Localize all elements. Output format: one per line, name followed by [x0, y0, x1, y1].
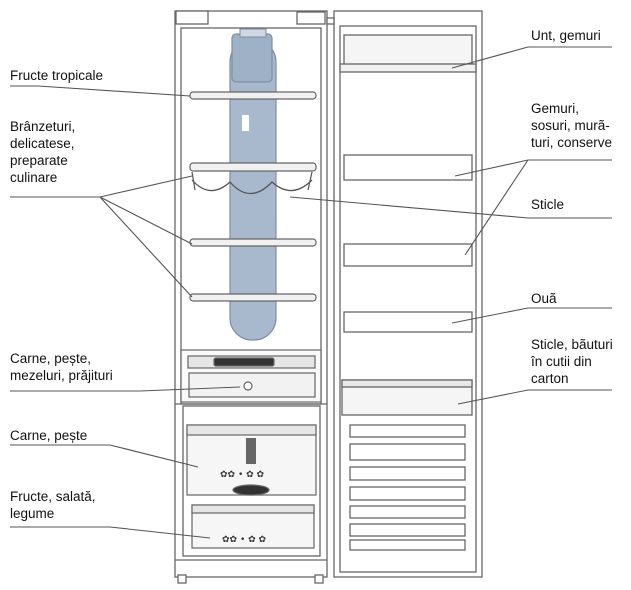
label-cheese-deli: Brânzeturi, delicatese, preparate culina… — [10, 119, 76, 185]
label-jars-sauces: Gemuri, sosuri, murã- turi, conserve — [531, 101, 613, 150]
svg-text:✿✿ • ✿ ✿: ✿✿ • ✿ ✿ — [220, 470, 265, 480]
fridge-door — [326, 10, 483, 578]
label-meat-fish-cakes: Carne, pește, mezeluri, prăjituri — [10, 351, 113, 383]
chill-drawer — [180, 349, 322, 403]
leader-lines — [10, 46, 612, 539]
bottle-holder — [191, 179, 313, 195]
bottle-rack — [229, 28, 277, 341]
label-meat-fish: Carne, pește — [10, 428, 88, 443]
label-bottles-cartons: Sticle, bãuturi în cutii din carton — [531, 337, 613, 386]
lower-drawers: ✿✿ • ✿ ✿ ✿✿ • ✿ ✿ — [186, 424, 317, 549]
svg-text:✿✿ • ✿ ✿: ✿✿ • ✿ ✿ — [222, 535, 267, 545]
label-eggs: Ouã — [531, 291, 557, 306]
label-fruit-salad-vegetables: Fructe, salată, legume — [10, 489, 96, 521]
label-bottles: Sticle — [531, 197, 565, 212]
glass-shelves — [189, 91, 317, 302]
label-butter-jam: Unt, gemuri — [531, 28, 601, 43]
label-tropical-fruit: Fructe tropicale — [10, 68, 104, 83]
